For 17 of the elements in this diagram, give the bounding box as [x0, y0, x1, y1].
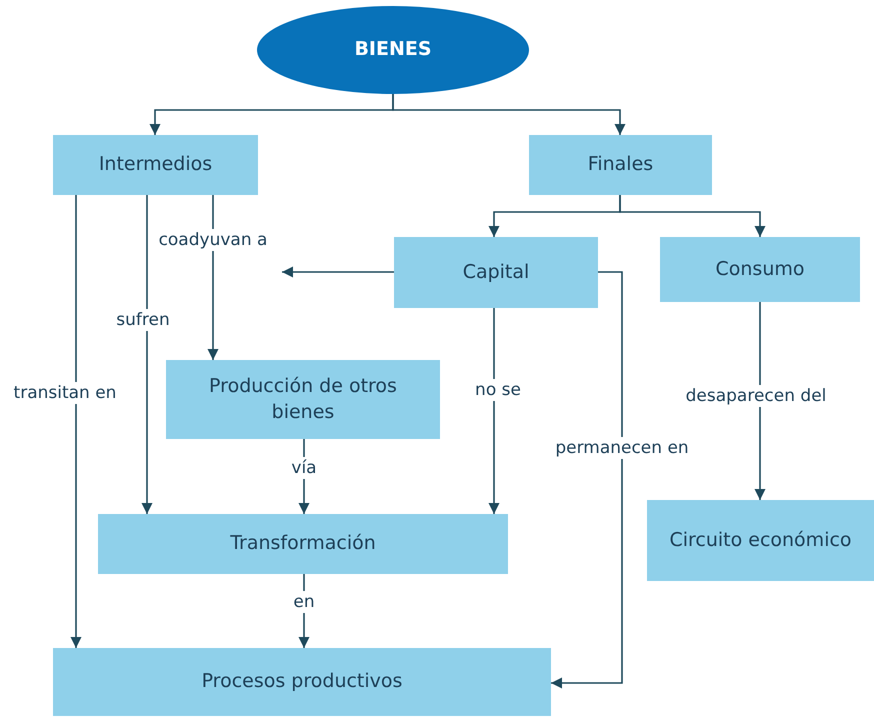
- concept-box: Circuito económico: [647, 500, 874, 581]
- concept-box: Procesos productivos: [53, 648, 551, 716]
- concept-box: Producción de otros bienes: [166, 360, 440, 439]
- arrow: [488, 308, 500, 514]
- arrow: [142, 195, 152, 514]
- arrow: [551, 271, 623, 688]
- concept-box: Consumo: [660, 237, 860, 302]
- concept-box: Transformación: [98, 514, 508, 574]
- concept-box: Intermedios: [53, 135, 258, 195]
- arrow: [754, 302, 766, 500]
- title-ellipse: BIENES: [257, 6, 529, 94]
- arrow: [282, 266, 394, 278]
- arrow: [392, 94, 626, 135]
- arrow: [619, 195, 766, 237]
- concept-box: Finales: [529, 135, 712, 195]
- arrow: [70, 195, 82, 648]
- concept-box: Capital: [394, 237, 598, 308]
